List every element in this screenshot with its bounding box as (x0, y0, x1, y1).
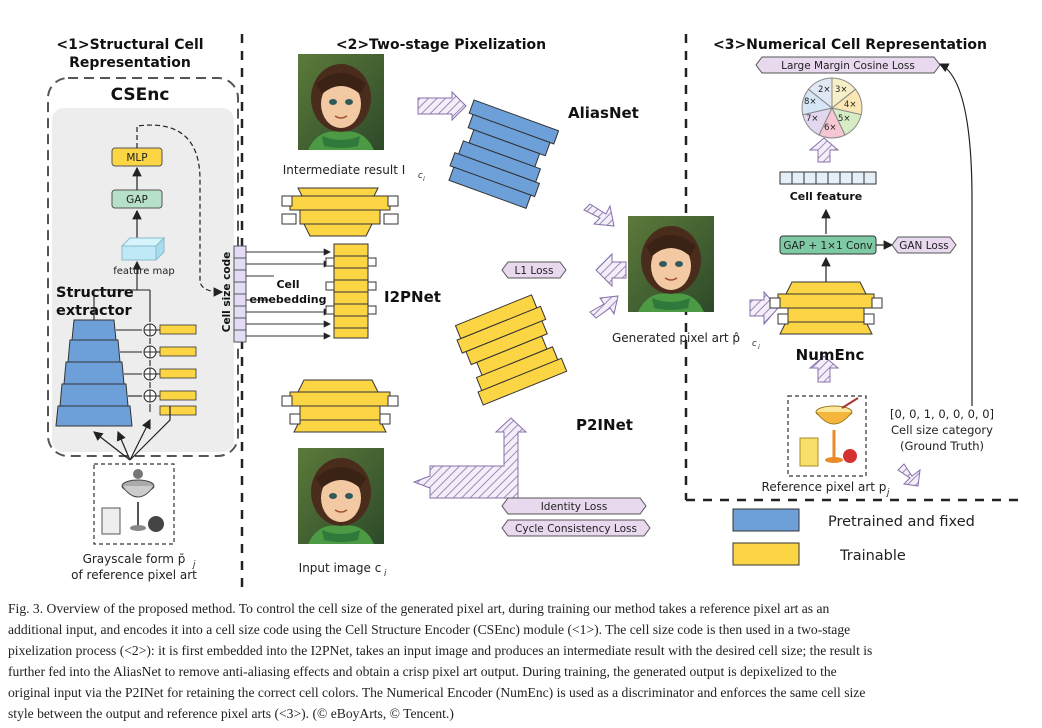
caption-line-2: additional input, and encodes it into a … (8, 622, 851, 637)
svg-text:4×: 4× (844, 100, 857, 110)
i2pnet-middle-block (325, 243, 377, 339)
caption-line-4: further fed into the AliasNet to remove … (8, 664, 837, 679)
legend-pretrained-swatch (732, 508, 800, 532)
p2inet-block (454, 294, 568, 406)
svg-text:Cycle Consistency Loss: Cycle Consistency Loss (515, 523, 637, 535)
gan-loss-pill: GAN Loss (891, 236, 957, 254)
csenc-title: CSEnc (111, 85, 170, 105)
svg-text:2×: 2× (818, 85, 831, 95)
svg-text:Large Margin Cosine Loss: Large Margin Cosine Loss (781, 60, 915, 72)
generated-label-subsub: i (758, 343, 760, 351)
svg-text:5×: 5× (838, 114, 851, 124)
feature-map-cube (120, 236, 166, 262)
section-title-3: <3>Numerical Cell Representation (713, 37, 987, 53)
p2inet-label: P2INet (576, 416, 633, 434)
identity-loss-pill: Identity Loss (501, 497, 647, 515)
aliasnet-block (448, 99, 560, 209)
generated-pixel-art-image (627, 215, 715, 313)
intermediate-result-image (297, 53, 385, 151)
pie-labels: 2× 3× 4× 5× 6× 7× 8× (804, 85, 857, 133)
aliasnet-label: AliasNet (568, 104, 639, 122)
numenc-block (769, 281, 883, 335)
i2pnet-upper-block (281, 187, 399, 237)
grayscale-caption-2: of reference pixel art (71, 568, 197, 582)
i2pnet-label: I2PNet (384, 288, 441, 306)
cell-size-code-bar (233, 245, 247, 343)
svg-text:Identity Loss: Identity Loss (541, 501, 608, 513)
section-title-2: <2>Two-stage Pixelization (336, 37, 546, 53)
extractor-label-1: Structure (56, 285, 134, 301)
feature-map-label: feature map (113, 266, 175, 277)
section-title-1b: Representation (69, 55, 191, 71)
caption-line-6: style between the output and reference p… (8, 706, 454, 721)
grayscale-dessert-icon (101, 469, 164, 535)
structure-extractor-stack (55, 319, 133, 427)
cell-embedding-label-2: emebedding (250, 293, 327, 306)
cell-feature-vector (779, 171, 877, 185)
gap-label: GAP (126, 194, 148, 206)
l1-loss-pill: L1 Loss (501, 261, 567, 279)
legend-pretrained-label: Pretrained and fixed (828, 514, 975, 530)
svg-text:8×: 8× (804, 97, 817, 107)
legend-trainable-swatch (732, 542, 800, 566)
intermediate-label-sub: c (418, 171, 423, 181)
intermediate-label: Intermediate result I (283, 163, 406, 177)
grayscale-caption-1-sub: j (192, 560, 196, 570)
method-overview-diagram: <1>Structural Cell Representation <2>Two… (47, 34, 1022, 588)
reference-label-sub: j (886, 488, 890, 498)
section-title-1: <1>Structural Cell (56, 37, 203, 53)
generated-label-sub: c (752, 339, 757, 349)
csenc-outer-box (47, 77, 239, 457)
cell-embedding-arrows (246, 248, 331, 340)
reference-dessert-icon (799, 397, 859, 467)
extractor-connections (93, 260, 151, 412)
intermediate-label-subsub: i (423, 175, 425, 183)
svg-text:7×: 7× (806, 114, 819, 124)
caption-line-5: original input via the P2INet for retain… (8, 685, 866, 700)
input-image-label-sub: i (384, 569, 387, 579)
cell-size-code-label: Cell size code (221, 252, 233, 333)
numenc-label: NumEnc (796, 346, 865, 364)
mlp-to-code-arrow (136, 124, 224, 297)
input-image (297, 447, 385, 545)
input-image-label: Input image c (299, 561, 382, 575)
mlp-label: MLP (126, 152, 147, 164)
caption-line-1: Fig. 3. Overview of the proposed method.… (8, 601, 830, 616)
svg-text:GAN Loss: GAN Loss (899, 240, 949, 252)
svg-text:6×: 6× (824, 123, 837, 133)
reference-label: Reference pixel art p (762, 480, 887, 494)
cell-feature-label: Cell feature (790, 190, 863, 203)
generated-label: Generated pixel art p̂ (612, 331, 740, 345)
gt-vector: [0, 0, 1, 0, 0, 0, 0] (890, 407, 994, 421)
gap-conv-label: GAP + 1×1 Conv (783, 240, 872, 252)
cell-size-pie (801, 77, 863, 139)
svg-text:L1 Loss: L1 Loss (515, 265, 554, 277)
figure-caption: Fig. 3. Overview of the proposed method.… (8, 598, 1036, 724)
grayscale-caption-1: Grayscale form p̄ (83, 552, 186, 566)
plus-nodes (143, 323, 157, 403)
gt-to-loss-arrow (938, 63, 973, 406)
i2pnet-lower-block (281, 379, 399, 433)
lmc-loss-pill: Large Margin Cosine Loss (755, 56, 941, 74)
code-segments (156, 324, 197, 416)
gt-category-2: (Ground Truth) (900, 439, 984, 453)
hatched-arrows (412, 90, 921, 499)
cycle-loss-pill: Cycle Consistency Loss (501, 519, 651, 537)
legend-trainable-label: Trainable (839, 548, 906, 564)
cell-embedding-label-1: Cell (276, 278, 299, 291)
gt-category-1: Cell size category (891, 423, 993, 437)
svg-text:3×: 3× (835, 85, 848, 95)
caption-line-3: pixelization process (<2>): it is first … (8, 643, 873, 658)
